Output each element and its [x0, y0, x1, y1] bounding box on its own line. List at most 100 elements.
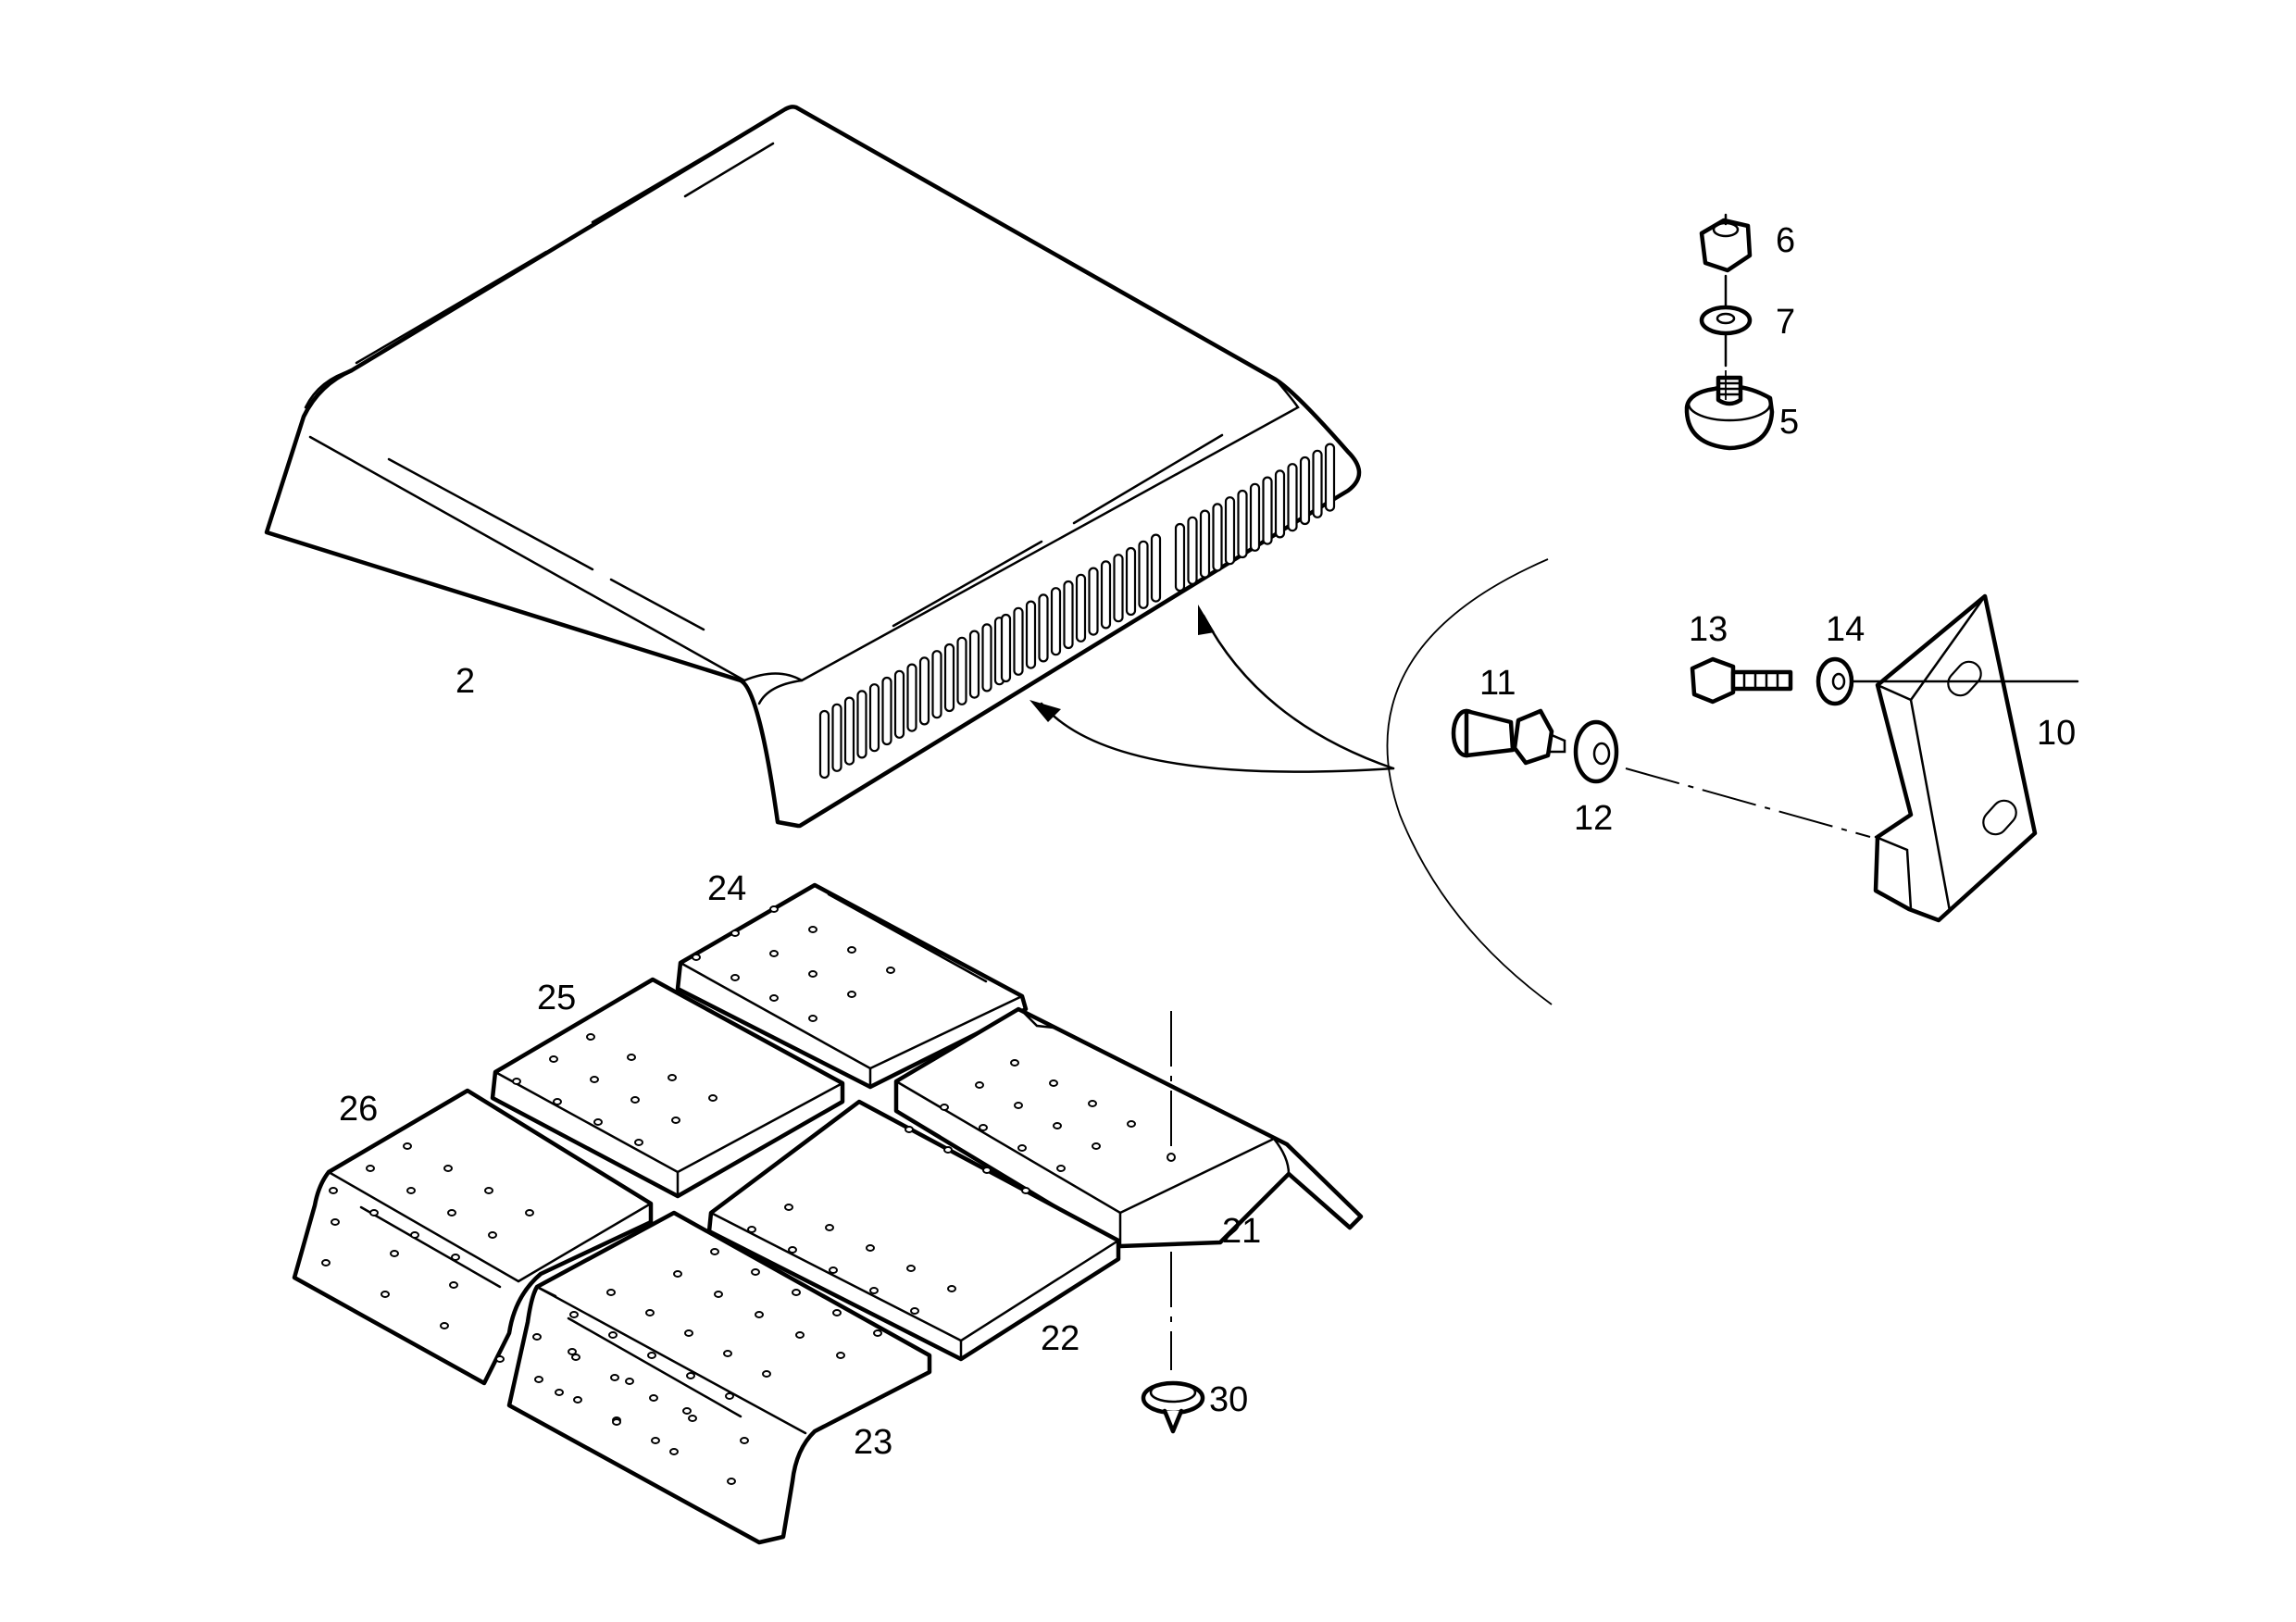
panel-hole	[651, 1437, 660, 1444]
callout-21: 21	[1222, 1212, 1261, 1251]
panel-hole	[410, 1231, 419, 1239]
panel-hole	[1049, 1079, 1058, 1087]
panel-hole	[692, 954, 701, 961]
panel-hole	[943, 1146, 953, 1154]
panel-part-24	[675, 882, 1029, 1090]
panel-hole	[608, 1331, 618, 1339]
vent-slot	[1249, 482, 1261, 552]
panel-hole	[792, 1289, 801, 1296]
panel-hole	[714, 1291, 723, 1298]
vent-slot	[1150, 533, 1162, 603]
panel-hole	[808, 926, 817, 933]
vent-slot	[868, 683, 880, 753]
panel-hole	[649, 1394, 658, 1402]
panel-hole	[369, 1209, 379, 1216]
panel-hole	[708, 1094, 718, 1102]
panel-hole	[769, 950, 779, 957]
assembly-arrows	[1029, 558, 1553, 1005]
callout-7: 7	[1776, 303, 1795, 342]
vent-slot	[1088, 567, 1099, 636]
callout-6: 6	[1776, 221, 1795, 260]
vent-slot	[1038, 593, 1049, 663]
panel-hole	[808, 1015, 817, 1022]
panel-hole	[573, 1396, 582, 1404]
vent-slot	[1262, 476, 1273, 545]
vent-slot	[1274, 469, 1286, 539]
panel-hole	[1088, 1100, 1097, 1107]
panel-hole	[825, 1224, 834, 1231]
panel-hole	[568, 1348, 577, 1355]
panel-hole	[331, 1218, 340, 1226]
panel-hole	[836, 1352, 845, 1359]
vent-slot	[1013, 606, 1024, 676]
vent-slot	[843, 696, 855, 766]
vent-slot	[1237, 489, 1248, 559]
panel-hole	[610, 1374, 619, 1381]
panel-hole	[751, 1268, 760, 1276]
panel-hole	[762, 1370, 771, 1378]
vent-slot	[1299, 455, 1311, 526]
panel-hole	[627, 1054, 636, 1061]
panel-hole	[740, 1437, 749, 1444]
panel-hole	[979, 1124, 988, 1131]
callout-25: 25	[537, 979, 576, 1017]
panel-hole	[710, 1248, 719, 1255]
callout-22: 22	[1041, 1319, 1079, 1358]
panel-hole	[668, 1074, 677, 1081]
panel-hole	[484, 1187, 493, 1194]
panel-hole	[1014, 1102, 1023, 1109]
panel-part-25	[490, 977, 845, 1199]
panel-hole	[403, 1142, 412, 1150]
panel-hole	[525, 1209, 534, 1216]
assembly-centerlines	[1625, 370, 2079, 838]
bolt-part-11	[1451, 708, 1566, 766]
panel-hole	[755, 1311, 764, 1318]
panel-hole	[727, 1478, 736, 1485]
panel-hole	[730, 930, 740, 937]
panel-hole	[688, 1415, 697, 1422]
panel-hole	[329, 1187, 338, 1194]
panel-hole	[366, 1165, 375, 1172]
panel-hole	[673, 1270, 682, 1278]
panel-hole	[612, 1418, 621, 1426]
vent-slot	[1125, 546, 1137, 617]
callout-14: 14	[1826, 610, 1865, 649]
panel-holes	[321, 905, 1136, 1485]
vent-slot	[1050, 587, 1062, 656]
panel-hole	[593, 1118, 603, 1126]
panel-hole	[321, 1259, 331, 1266]
callout-13: 13	[1689, 610, 1728, 649]
vent-slot	[893, 669, 905, 739]
vent-slot	[1100, 560, 1112, 630]
washer-part-7	[1699, 274, 1753, 368]
callout-10: 10	[2037, 714, 2076, 753]
vent-slot	[1224, 496, 1236, 566]
panel-hole	[769, 905, 779, 913]
panel-hole	[630, 1096, 640, 1104]
vent-slot	[831, 703, 842, 772]
nut-part-6	[1699, 213, 1753, 273]
callout-30: 30	[1209, 1380, 1248, 1419]
vent-slot	[818, 709, 830, 780]
callout-23: 23	[854, 1423, 892, 1462]
panel-hole	[747, 1226, 756, 1233]
panel-hole	[788, 1246, 797, 1254]
bracket-part-10	[1873, 593, 2038, 923]
vent-slot	[1324, 443, 1336, 512]
panel-part-23	[506, 1210, 932, 1545]
panel-hole	[866, 1244, 875, 1252]
panel-hole	[1092, 1142, 1101, 1150]
panel-hole	[1017, 1144, 1027, 1152]
vent-slot	[1187, 516, 1198, 585]
callout-12: 12	[1574, 799, 1613, 838]
panel-hole	[1021, 1187, 1030, 1194]
callout-24: 24	[707, 869, 746, 908]
panel-hole	[449, 1281, 458, 1289]
panel-hole	[634, 1139, 643, 1146]
panel-hole	[725, 1392, 734, 1400]
mount-part-5	[1684, 375, 1775, 451]
panel-hole	[555, 1389, 564, 1396]
panel-hole	[847, 946, 856, 954]
panel-hole	[906, 1265, 916, 1272]
